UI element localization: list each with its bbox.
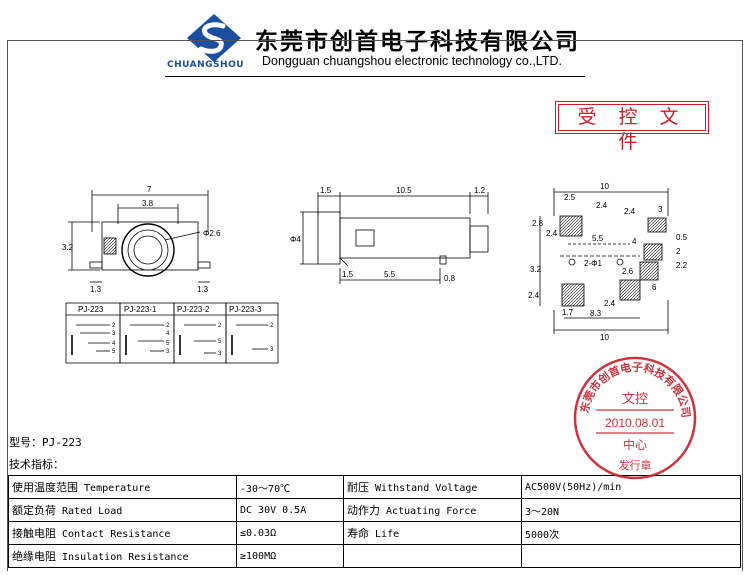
schematic-title-1: PJ-223 — [78, 305, 104, 314]
model-label: 型号： — [9, 436, 42, 449]
side-bottom-mid-dim: 5.5 — [384, 270, 396, 279]
spec-label: 动作力 Actuating Force — [343, 498, 522, 522]
side-bottom-left-dim: 1.5 — [342, 270, 354, 279]
front-foot-right-dim: 1.3 — [197, 285, 209, 294]
front-inner-width-dim: 3.8 — [142, 199, 154, 208]
schematic-pin: 5 — [218, 339, 222, 345]
pcb-width-top-dim: 10 — [600, 182, 609, 191]
schematic-pin: 4 — [166, 331, 170, 337]
controlled-document-stamp: 受 控 文 件 — [555, 101, 709, 153]
side-diameter-dim: Φ4 — [290, 235, 301, 244]
pcb-dim-2-8: 2.8 — [532, 219, 544, 228]
pcb-dim-1-7: 1.7 — [562, 308, 574, 317]
schematic-pin: 2 — [166, 323, 170, 329]
pcb-dim-4: 4 — [632, 237, 637, 246]
schematic-title-4: PJ-223-3 — [229, 305, 262, 314]
pcb-dim-2-4-top: 2.4 — [596, 201, 608, 210]
spec-label: 使用温度范围 Temperature — [8, 475, 237, 499]
side-pin-dim: 0.8 — [444, 274, 456, 283]
spec-value: ≥100MΩ — [236, 544, 344, 568]
spec-table: 使用温度范围 Temperature -30～70℃ 耐压 Withstand … — [8, 475, 741, 568]
pcb-dim-2-4-b: 2.4 — [528, 291, 540, 300]
controlled-document-label: 受 控 文 件 — [558, 104, 706, 153]
schematic-title-3: PJ-223-2 — [177, 305, 210, 314]
pcb-dim-2-5: 2.5 — [564, 193, 576, 202]
pcb-layout — [539, 188, 669, 334]
front-height-dim: 3.2 — [62, 243, 74, 252]
spec-label: 接触电阻 Contact Resistance — [8, 521, 237, 545]
spec-label — [343, 544, 522, 568]
pcb-dim-6: 6 — [652, 283, 657, 292]
side-view — [300, 192, 489, 284]
front-diameter-dim: Φ2.6 — [203, 229, 221, 238]
schematic-pin: 3 — [270, 347, 274, 353]
front-width-dim: 7 — [147, 185, 152, 194]
pcb-dim-2: 2 — [676, 247, 681, 256]
spec-value: ≤0.03Ω — [236, 521, 344, 545]
brand-name: CHUANGSHOU — [167, 60, 245, 70]
spec-value — [521, 544, 741, 568]
company-logo-icon — [187, 14, 241, 62]
pcb-width-bottom-dim: 10 — [600, 333, 609, 342]
seal-date: 2010.08.01 — [605, 416, 665, 430]
pcb-dim-5-5: 5.5 — [592, 234, 604, 243]
table-row: 接触电阻 Contact Resistance ≤0.03Ω 寿命 Life 5… — [8, 521, 741, 545]
header-divider — [165, 76, 585, 77]
table-row: 绝缘电阻 Insulation Resistance ≥100MΩ — [8, 544, 741, 568]
company-name-cn: 东莞市创首电子科技有限公司 — [255, 29, 580, 55]
spec-value: 5000次 — [521, 521, 741, 545]
pcb-dim-0-5: 0.5 — [676, 233, 688, 242]
side-length-dim: 10.5 — [396, 186, 412, 195]
pcb-hole-dim: 2-Φ1 — [584, 259, 602, 268]
schematic-pin: 3 — [218, 351, 222, 357]
spec-heading: 技术指标： — [9, 458, 64, 471]
technical-drawing: 7 3.8 Φ2.6 3.2 1.3 1.3 1.5 10.5 1.2 Φ4 1… — [62, 182, 688, 364]
schematic-title-2: PJ-223-1 — [124, 305, 157, 314]
schematic-pin: 2 — [112, 323, 116, 329]
front-view — [68, 190, 211, 283]
company-name-en: Dongguan chuangshou electronic technolog… — [262, 54, 562, 68]
spec-value: 3～20N — [521, 498, 741, 522]
pcb-dim-8-3: 8.3 — [590, 309, 602, 318]
seal-center: 中心 — [623, 437, 647, 452]
schematic-pin: 2 — [270, 323, 274, 329]
schematic-pin: 3 — [166, 349, 170, 355]
spec-value: -30～70℃ — [236, 475, 344, 499]
pcb-dim-2-4-left: 2.4 — [546, 229, 558, 238]
pcb-dim-3-2: 3.2 — [530, 265, 542, 274]
pcb-dim-2-6: 2.6 — [622, 267, 634, 276]
model-value: PJ-223 — [42, 436, 82, 449]
pcb-dim-2-2: 2.2 — [676, 261, 688, 270]
approval-seal: 东莞市创首电子科技有限公司 文控 2010.08.01 中心 发行章 — [573, 356, 697, 480]
pcb-dim-2-4-c: 2.4 — [604, 299, 616, 308]
side-right-dim: 1.2 — [474, 186, 486, 195]
table-row: 额定负荷 Rated Load DC 30V 0.5A 动作力 Actuatin… — [8, 498, 741, 522]
schematic-boxes — [65, 302, 279, 364]
document-frame — [7, 40, 743, 571]
side-left-dim: 1.5 — [320, 186, 332, 195]
pcb-dim-3: 3 — [658, 205, 663, 214]
seal-footer: 发行章 — [619, 458, 652, 472]
spec-label: 耐压 Withstand Voltage — [343, 475, 522, 499]
spec-label: 寿命 Life — [343, 521, 522, 545]
pcb-dim-2-4-right: 2.4 — [624, 207, 636, 216]
spec-label: 额定负荷 Rated Load — [8, 498, 237, 522]
schematic-pin: 4 — [112, 341, 116, 347]
schematic-pin: 2 — [218, 323, 222, 329]
schematic-pin: 5 — [166, 341, 170, 347]
seal-title: 文控 — [622, 392, 648, 407]
schematic-pin: 3 — [112, 331, 116, 337]
schematic-pin: 5 — [112, 349, 116, 355]
spec-value: DC 30V 0.5A — [236, 498, 344, 522]
spec-label: 绝缘电阻 Insulation Resistance — [8, 544, 237, 568]
model-line: 型号：PJ-223 — [9, 434, 82, 450]
front-foot-left-dim: 1.3 — [90, 285, 102, 294]
